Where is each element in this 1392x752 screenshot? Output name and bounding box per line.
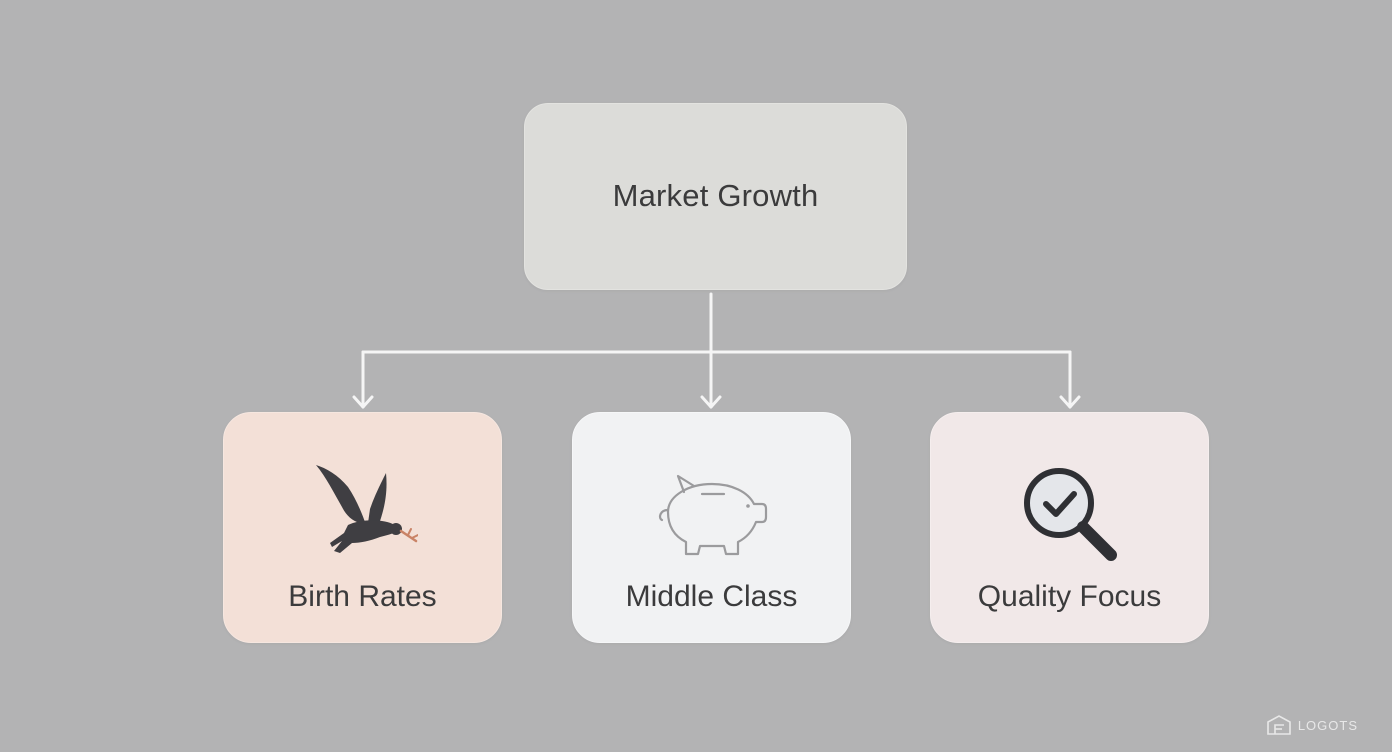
root-node-label: Market Growth — [612, 177, 819, 213]
child-node-quality-focus: Quality Focus — [930, 412, 1209, 643]
child-node-label: Middle Class — [625, 579, 798, 613]
watermark-text: LOGOTS — [1297, 717, 1358, 733]
center-arrowhead — [700, 395, 722, 409]
watermark-logo-icon — [1267, 715, 1291, 735]
watermark: LOGOTS — [1266, 714, 1358, 736]
child-node-birth-rates: Birth Rates — [223, 412, 502, 643]
root-node-market-growth: Market Growth — [524, 103, 907, 290]
child-node-label: Quality Focus — [977, 579, 1162, 613]
child-node-middle-class: Middle Class — [572, 412, 851, 643]
bird-icon — [303, 460, 423, 570]
magnifier-check-icon — [1010, 460, 1130, 570]
left-arrowhead — [352, 395, 374, 409]
child-node-label: Birth Rates — [288, 579, 437, 613]
right-arrowhead — [1059, 395, 1081, 409]
piggy-bank-icon — [652, 460, 772, 570]
